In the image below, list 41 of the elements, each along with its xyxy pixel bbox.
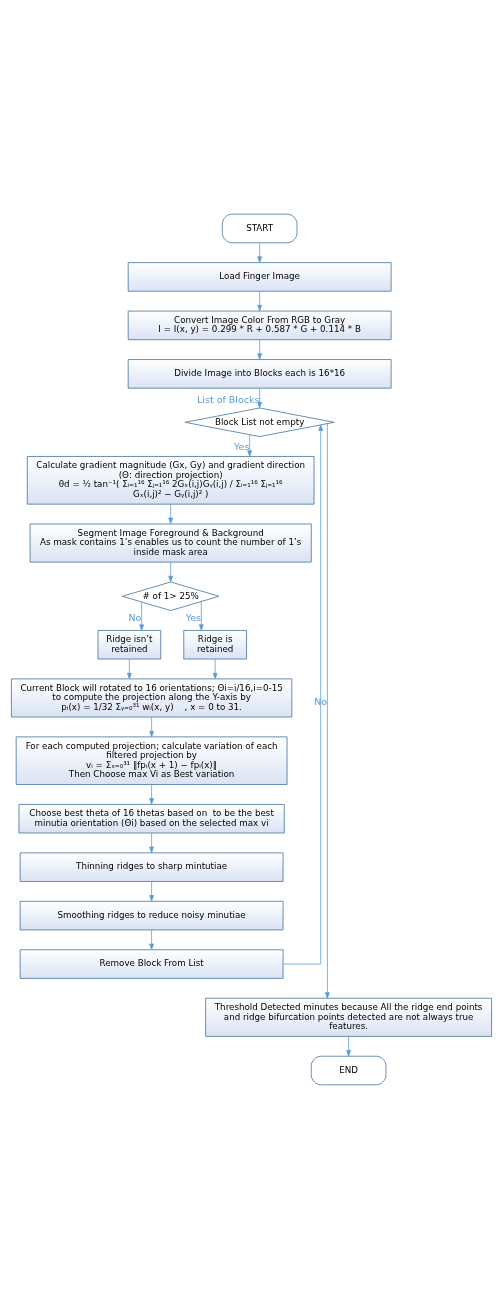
node-box: Thinning ridges to sharp mintutiae [19, 852, 284, 882]
arrow [127, 658, 132, 680]
node-box: Remove Block From List [19, 949, 284, 979]
arrow [282, 424, 324, 965]
edge-label: No [128, 612, 142, 624]
node-box: Load Finger Image [127, 262, 392, 292]
arrow [198, 601, 204, 631]
node-box: Segment Image Foreground & Background As mask contains 1’s enables us to count the number of 1’s inside mask area [29, 523, 312, 563]
node-box: Ridge is retained [183, 630, 247, 660]
arrow [168, 561, 173, 583]
arrow [325, 423, 330, 999]
arrow [149, 881, 154, 902]
arrow [257, 291, 262, 312]
arrow [149, 832, 154, 854]
arrow [257, 339, 262, 360]
node-box: Divide Image into Blocks each is 16*16 [127, 359, 392, 389]
node-box: Convert Image Color From RGB to Gray I = I(x, y) = 0.299 * R + 0.587 * G + 0.114 * B [127, 310, 392, 341]
arrow [257, 242, 262, 263]
node-box: Choose best theta of 16 thetas based on to be the best minutia orientation (Θi) based on the selected max vi [18, 804, 285, 834]
node-diamond: # of 1> 25% [122, 581, 220, 611]
node-box: Smoothing ridges to reduce noisy minutiae [19, 900, 284, 931]
edge-label: Yes [234, 441, 250, 453]
arrow [257, 388, 262, 409]
node-box: END [310, 1055, 387, 1086]
node-box: For each computed projection; calculate variation of each filtered projection by vᵢ = Σₓ₌₀³¹ ‖fpᵢ(x + 1) − fpᵢ(x)‖ Then Choose max Vi as Best variation [15, 736, 288, 785]
node-diamond: Block List not empty [184, 407, 335, 437]
node-box: Threshold Detected minutes because All the ridge end points and ridge bifurcation points detected are not always true features. [205, 997, 492, 1037]
arrow [168, 504, 173, 524]
node-box: Calculate gradient magnitude (Gx, Gy) and gradient direction (Θ: direction projection) θd = ½ tan⁻¹( Σᵢ₌₁¹⁶ Σⱼ₌₁¹⁶ 2Gₓ(i,j)Gᵧ(i,j) / Σᵢ₌₁¹⁶ Σⱼ₌₁¹⁶ Gₓ(i,j)² − Gᵧ(i,j)² ) [26, 456, 315, 505]
arrow [149, 784, 154, 805]
node-box: Current Block will rotated to 16 orientations; Θi=i/16,i=0-15 to compute the projection along the Y-axis by pᵢ(x) = 1/32 Σᵧ₌₀³¹ wᵢ(x, y) , x = 0 to 31. [11, 678, 293, 718]
arrow [149, 929, 154, 950]
edge-label: Yes [185, 611, 202, 623]
arrow [247, 434, 252, 457]
arrow [346, 1036, 351, 1057]
node-box: Ridge isn’t retained [97, 630, 162, 660]
arrow [139, 601, 144, 631]
arrow [212, 658, 218, 680]
node-box: START [221, 213, 298, 244]
arrow [149, 716, 154, 738]
edge-label: List of Blocks [196, 393, 260, 405]
